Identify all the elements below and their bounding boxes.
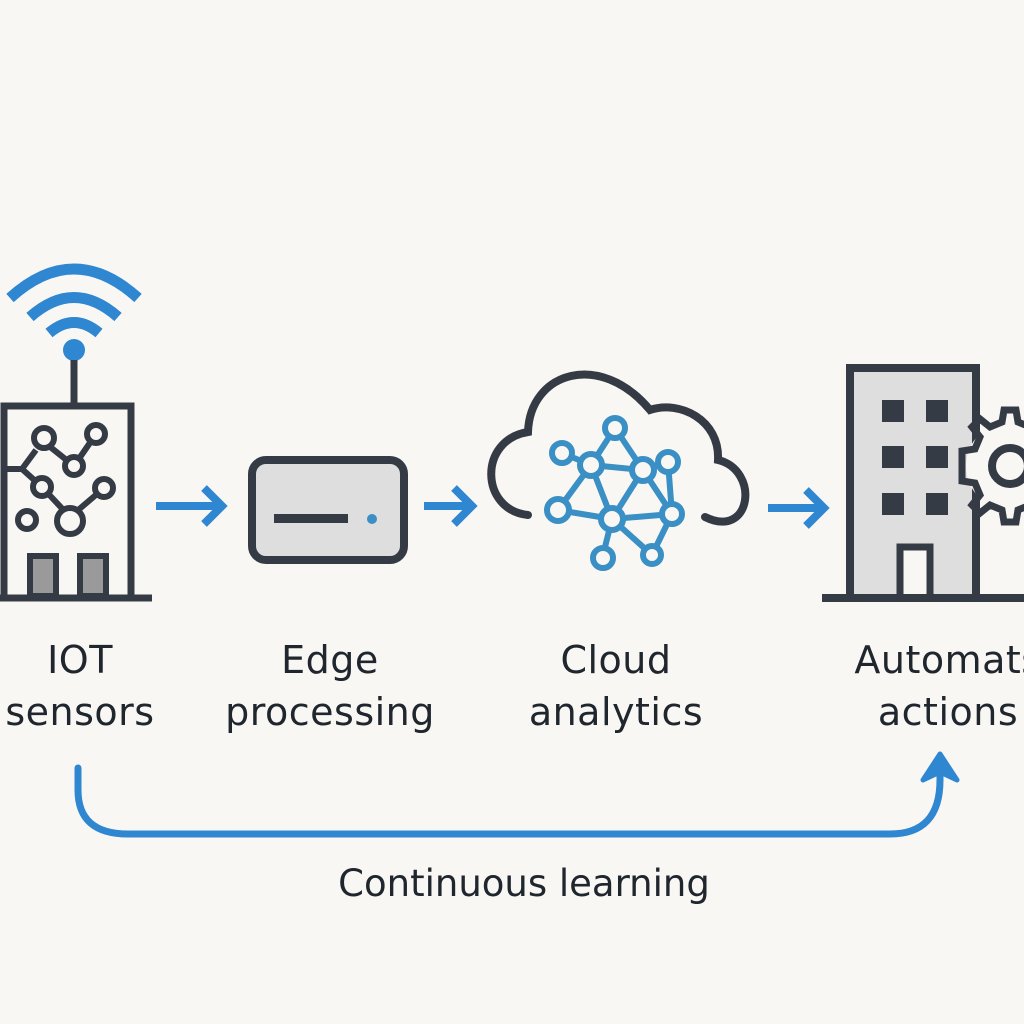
label-line: analytics bbox=[528, 690, 704, 734]
stage-label-iot-sensors: IOT sensors bbox=[0, 634, 200, 738]
label-line: sensors bbox=[5, 690, 155, 734]
feedback-loop-label: Continuous learning bbox=[338, 862, 710, 905]
stage-label-automated-actions: Automats actions bbox=[828, 634, 1024, 738]
label-line: actions bbox=[877, 690, 1019, 734]
label-line: Cloud bbox=[560, 638, 672, 682]
iot-sensor-icon bbox=[0, 263, 152, 602]
arrow-right-icon bbox=[768, 487, 830, 529]
arrow-right-icon bbox=[156, 485, 228, 527]
stage-label-cloud-analytics: Cloud analytics bbox=[496, 634, 736, 738]
gear-icon bbox=[958, 406, 1024, 526]
cloud-network-icon bbox=[487, 370, 750, 571]
arrow-right-icon bbox=[424, 485, 478, 527]
wifi-signal-icon bbox=[6, 263, 142, 338]
edge-device-icon bbox=[248, 456, 408, 564]
label-line: processing bbox=[225, 690, 435, 734]
stage-label-edge-processing: Edge processing bbox=[210, 634, 450, 738]
loop-arrow-icon bbox=[74, 751, 960, 838]
building-gear-icon bbox=[822, 364, 1024, 602]
label-line: Edge bbox=[281, 638, 379, 682]
label-line: IOT bbox=[47, 638, 113, 682]
label-line: Automats bbox=[854, 638, 1024, 682]
